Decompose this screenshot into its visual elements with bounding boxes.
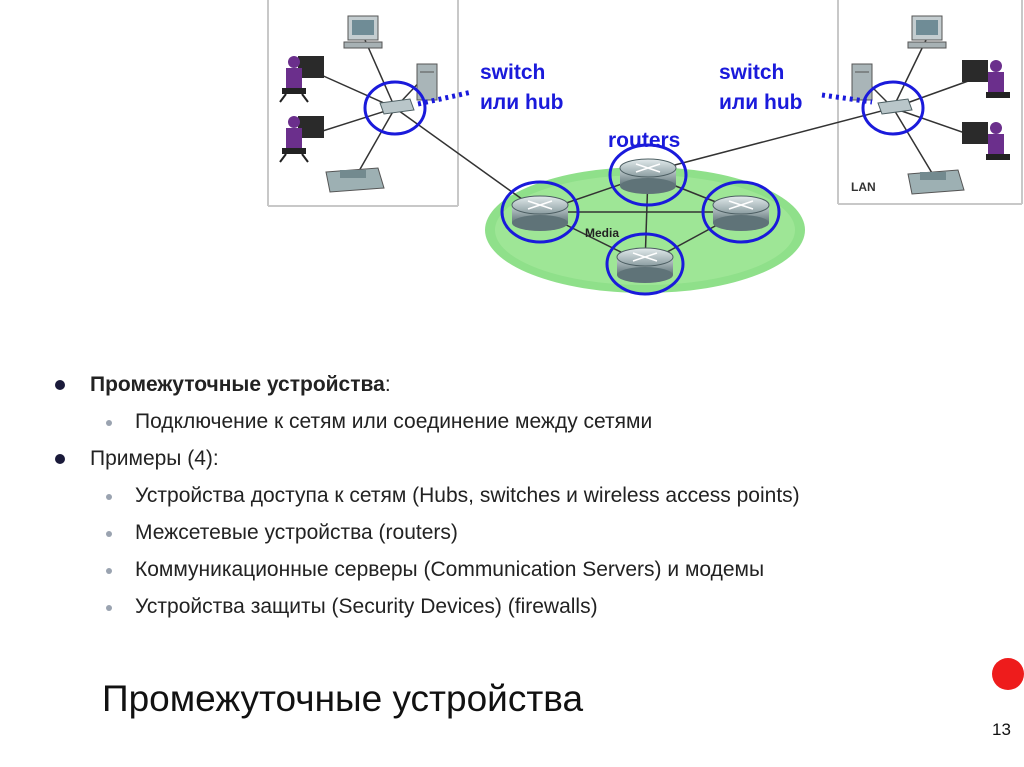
switch-label-left-line2: или hub bbox=[480, 91, 563, 114]
ip-phone-icon bbox=[325, 167, 385, 193]
left-lan-panel bbox=[267, 0, 459, 207]
bullet-item: Промежуточные устройства: bbox=[50, 372, 1010, 398]
sub-bullet-dot bbox=[106, 531, 112, 537]
monitor-icon bbox=[907, 15, 947, 49]
page-number: 13 bbox=[992, 720, 1011, 739]
router-highlight bbox=[608, 143, 688, 207]
left-callout-dots bbox=[417, 89, 473, 107]
switch-label-right-line1: switch bbox=[719, 61, 784, 84]
server-icon bbox=[851, 63, 873, 101]
sub-bullet-dot bbox=[106, 568, 112, 574]
router-icon bbox=[619, 158, 677, 194]
bullet-dot bbox=[55, 380, 65, 390]
right-switch-highlight bbox=[861, 80, 925, 136]
workstation-user-icon bbox=[279, 116, 324, 163]
sub-bullet-text: Устройства защиты (Security Devices) (fi… bbox=[135, 595, 598, 618]
bullet-suffix: : bbox=[384, 373, 391, 396]
network-diagram: Media LAN switch или hub switch или hub … bbox=[267, 0, 1023, 296]
sub-bullet-item: Устройства защиты (Security Devices) (fi… bbox=[50, 594, 1010, 620]
sub-bullet-text: Коммуникационные серверы (Communication … bbox=[135, 558, 765, 581]
sub-bullet-text: Межсетевые устройства (routers) bbox=[135, 521, 458, 544]
bullet-dot bbox=[55, 454, 65, 464]
sub-bullet-item: Межсетевые устройства (routers) bbox=[50, 520, 1010, 546]
bullet-list: Промежуточные устройства: Подключение к … bbox=[50, 372, 1010, 631]
routers-label: routers bbox=[608, 129, 680, 152]
router-icon bbox=[712, 195, 770, 231]
router-icon bbox=[616, 247, 674, 283]
sub-bullet-item: Коммуникационные серверы (Communication … bbox=[50, 557, 1010, 583]
right-callout-dots bbox=[821, 92, 873, 105]
workstation-user-icon bbox=[962, 122, 1010, 160]
lan-label: LAN bbox=[851, 180, 876, 194]
bullet-text: Примеры (4): bbox=[90, 447, 219, 470]
media-label: Media bbox=[585, 226, 619, 240]
switch-label-left-line1: switch bbox=[480, 61, 545, 84]
workstation-user-icon bbox=[279, 56, 324, 103]
slide-title: Промежуточные устройства bbox=[102, 678, 584, 719]
workstation-user-icon bbox=[962, 60, 1010, 98]
bullet-item: Примеры (4): bbox=[50, 446, 1010, 472]
router-highlight bbox=[701, 180, 781, 244]
sub-bullet-dot bbox=[106, 420, 112, 426]
ip-phone-icon bbox=[907, 169, 965, 195]
bullet-bold-text: Промежуточные устройства bbox=[90, 373, 385, 396]
sub-bullet-item: Устройства доступа к сетям (Hubs, switch… bbox=[50, 483, 1010, 509]
router-icon bbox=[511, 195, 569, 231]
left-switch-highlight bbox=[363, 80, 427, 136]
router-highlight bbox=[605, 232, 685, 296]
sub-bullet-text: Подключение к сетям или соединение между… bbox=[135, 410, 653, 433]
sub-bullet-dot bbox=[106, 605, 112, 611]
sub-bullet-text: Устройства доступа к сетям (Hubs, switch… bbox=[135, 484, 800, 507]
monitor-icon bbox=[343, 15, 383, 49]
sub-bullet-dot bbox=[106, 494, 112, 500]
red-circle-marker bbox=[992, 658, 1024, 690]
sub-bullet-item: Подключение к сетям или соединение между… bbox=[50, 409, 1010, 435]
right-lan-panel bbox=[837, 0, 1023, 205]
left-switch-icon bbox=[379, 98, 415, 115]
right-switch-icon bbox=[877, 98, 913, 115]
router-highlight bbox=[500, 180, 580, 244]
right-lan-links bbox=[647, 39, 986, 179]
switch-label-right-line2: или hub bbox=[719, 91, 802, 114]
